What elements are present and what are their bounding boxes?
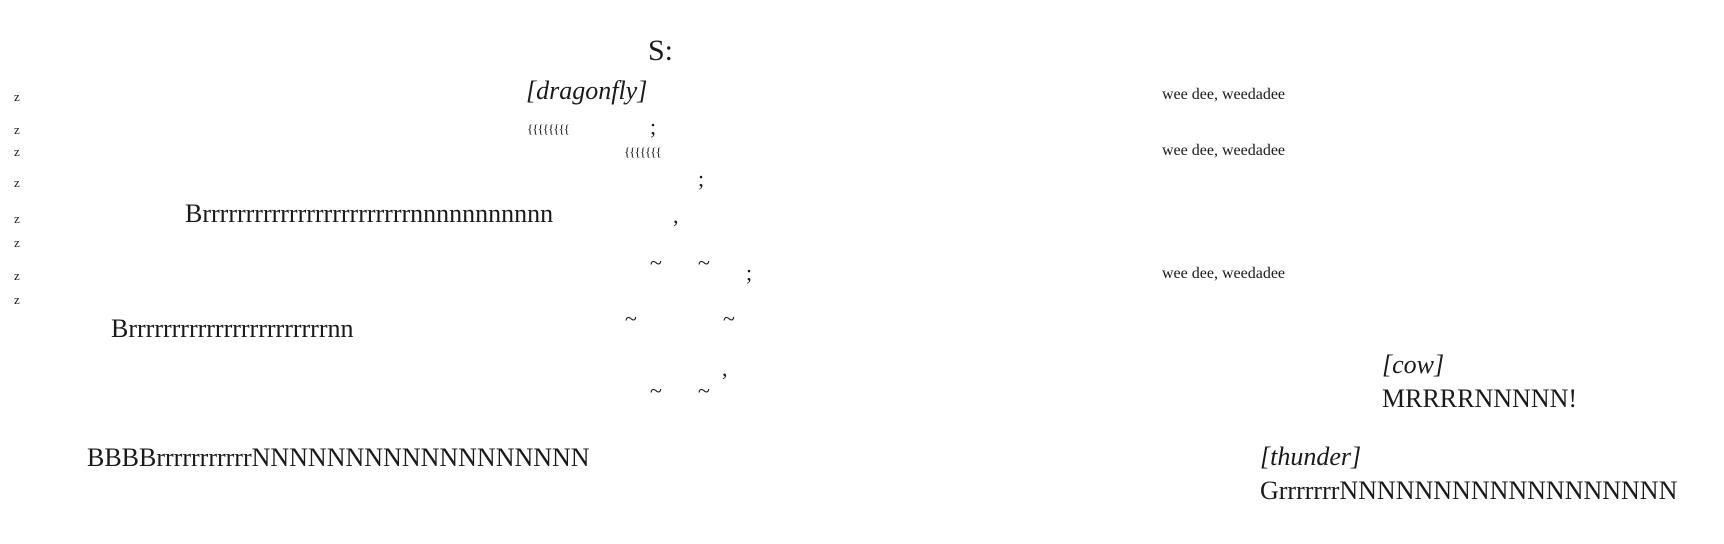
tilde: ~ xyxy=(650,250,662,275)
margin-mark: z xyxy=(14,89,20,104)
margin-mark: z xyxy=(14,211,20,226)
margin-mark: z xyxy=(14,144,20,159)
section-title: S: xyxy=(648,34,674,67)
margin-mark: z xyxy=(14,268,20,283)
cow-label: [cow] xyxy=(1382,350,1445,379)
brr-line-2: Brrrrrrrrrrrrrrrrrrrrrrrnn xyxy=(111,314,354,343)
thunder-label: [thunder] xyxy=(1260,442,1362,471)
brr-line-1: Brrrrrrrrrrrrrrrrrrrrrrrrnnnnnnnnnnn xyxy=(185,199,554,228)
margin-mark: z xyxy=(14,235,20,250)
comma-2: , xyxy=(722,356,728,381)
braces-group-2: {{{{{{{ xyxy=(624,144,662,159)
tilde: ~ xyxy=(625,306,637,331)
semicolon-1: ; xyxy=(650,114,657,139)
tilde: ~ xyxy=(723,306,735,331)
braces-group-1: {{{{{{{{ xyxy=(527,121,570,136)
cow-sound: MRRRRNNNNN! xyxy=(1382,384,1578,413)
wee-dee-line: wee dee, weedadee xyxy=(1162,86,1286,103)
tilde: ~ xyxy=(650,378,662,403)
wee-dee-line: wee dee, weedadee xyxy=(1162,265,1286,282)
tilde: ~ xyxy=(698,250,710,275)
semicolon-2: ; xyxy=(698,166,705,191)
margin-mark: z xyxy=(14,292,20,307)
dragonfly-label: [dragonfly] xyxy=(526,76,648,105)
comma-1: , xyxy=(673,203,679,228)
thunder-sound: GrrrrrrrNNNNNNNNNNNNNNNNNN xyxy=(1260,476,1678,505)
semicolon-3: ; xyxy=(746,260,753,285)
brr-line-3: BBBBrrrrrrrrrrrNNNNNNNNNNNNNNNNNN xyxy=(87,443,590,472)
wee-dee-line: wee dee, weedadee xyxy=(1162,142,1286,159)
margin-mark: z xyxy=(14,175,20,190)
margin-mark: z xyxy=(14,122,20,137)
tilde: ~ xyxy=(698,378,710,403)
